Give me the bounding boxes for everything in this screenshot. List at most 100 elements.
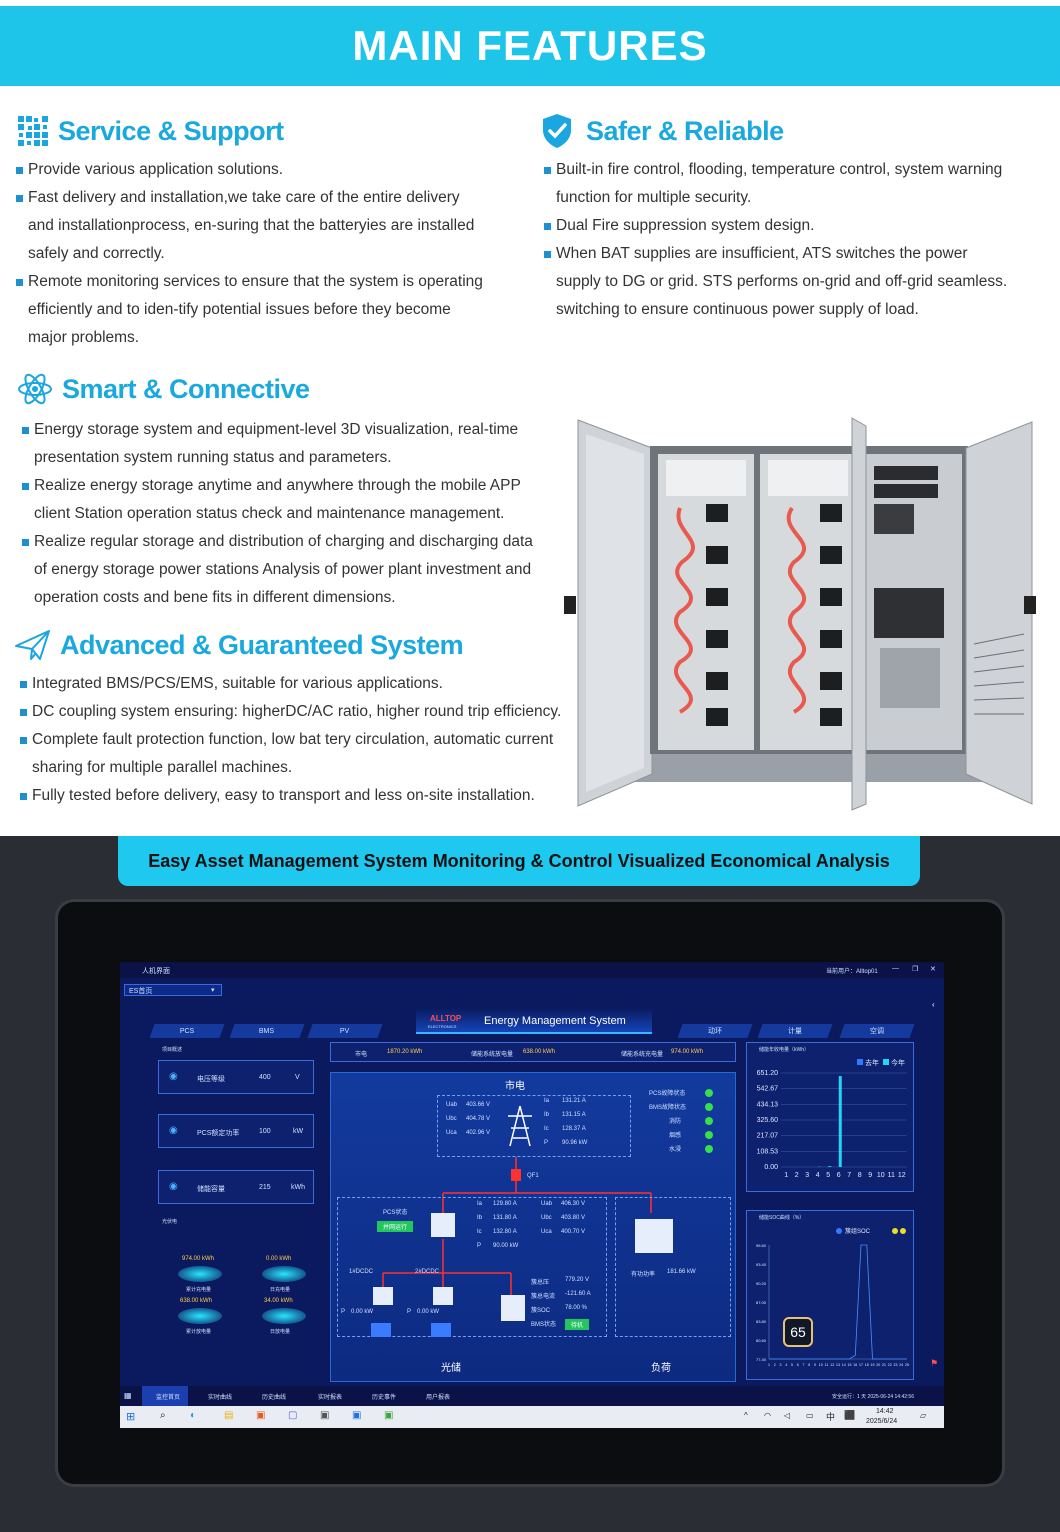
maximize-icon[interactable]: ❐: [912, 966, 919, 973]
tab-realtime-report[interactable]: 实时报表: [318, 1395, 343, 1401]
x-tick-label: 22: [888, 1363, 892, 1367]
x-tick-label: 6: [797, 1363, 799, 1367]
list-item: Fast delivery and installation,we take c…: [16, 184, 516, 268]
status-list: PCS故障状态 BMS故障状态 消防 烟感 水浸: [649, 1091, 687, 1153]
x-tick-label: 2: [795, 1172, 799, 1179]
tab-aircon[interactable]: 空调: [839, 1024, 915, 1038]
solar-panel-icon: [431, 1323, 451, 1337]
tab-home[interactable]: 监控首页: [142, 1386, 188, 1406]
safer-reliable-list: Built-in fire control, flooding, tempera…: [544, 156, 1044, 324]
y-tick-label: 90.20: [756, 1281, 767, 1286]
app-icon[interactable]: ▣: [320, 1410, 330, 1421]
wifi-icon[interactable]: ◠: [764, 1411, 771, 1420]
app-icon[interactable]: ▣: [352, 1410, 362, 1421]
x-tick-label: 20: [876, 1363, 880, 1367]
dcdc-icon: [373, 1287, 393, 1305]
list-item: Built-in fire control, flooding, tempera…: [544, 156, 1044, 212]
safer-reliable-heading: Safer & Reliable: [540, 112, 784, 150]
close-icon[interactable]: ✕: [930, 966, 936, 973]
tab-bms[interactable]: BMS: [229, 1024, 305, 1038]
x-tick-label: 1: [784, 1172, 788, 1179]
brand-logo: ALLTOP: [430, 1014, 462, 1023]
y-tick-label: 93.40: [756, 1262, 767, 1267]
tab-history-events[interactable]: 历史事件: [372, 1395, 397, 1401]
grid-menu-icon[interactable]: ▦: [124, 1391, 132, 1400]
advanced-guaranteed-title: Advanced & Guaranteed System: [60, 629, 464, 660]
monitoring-banner-text: Easy Asset Management System Monitoring …: [148, 850, 890, 871]
battery-rack-icon: [501, 1295, 525, 1321]
minimize-icon[interactable]: —: [892, 965, 899, 972]
tab-user-report[interactable]: 用户报表: [426, 1395, 451, 1401]
clock-date: 2025/6/24: [866, 1418, 898, 1425]
load-label: 负荷: [651, 1363, 671, 1374]
service-support-list: Provide various application solutions. F…: [16, 156, 516, 352]
control-column: [862, 454, 962, 750]
ime-indicator[interactable]: 中: [826, 1412, 836, 1422]
app-icon[interactable]: ▣: [384, 1410, 394, 1421]
window-title: 人机界面: [142, 968, 170, 975]
collapse-icon[interactable]: ‹: [932, 1000, 935, 1009]
x-tick-label: 11: [888, 1172, 895, 1179]
smart-connective-list: Energy storage system and equipment-leve…: [22, 416, 562, 612]
y-tick-label: 80.60: [756, 1338, 767, 1343]
safer-reliable-title: Safer & Reliable: [586, 115, 784, 146]
browser-icon[interactable]: ◐: [190, 1410, 197, 1421]
smart-connective-title: Smart & Connective: [62, 373, 310, 404]
speaker-icon[interactable]: ◁: [784, 1411, 791, 1420]
notification-icon[interactable]: ▱: [920, 1411, 927, 1420]
folder-icon[interactable]: ▤: [224, 1410, 234, 1421]
current-user: 当前用户：Alltop01: [826, 969, 878, 975]
chat-icon[interactable]: ▢: [288, 1410, 298, 1421]
stat-label: 累计充电量: [186, 1287, 212, 1293]
main-features-header: MAIN FEATURES: [0, 6, 1060, 86]
status-leds: [705, 1089, 713, 1153]
pad-icon: [262, 1266, 306, 1282]
page-dropdown[interactable]: ES首页 ▾: [124, 984, 222, 996]
atom-icon: [18, 373, 52, 405]
tab-history-curve[interactable]: 历史曲线: [262, 1395, 287, 1401]
bar: [838, 1076, 842, 1167]
pcs-inverter-icon: [431, 1213, 455, 1237]
x-tick-label: 3: [805, 1172, 809, 1179]
list-item: Realize energy storage anytime and anywh…: [22, 472, 562, 528]
keyboard-icon[interactable]: ▭: [806, 1411, 814, 1420]
dcdc-icon: [433, 1287, 453, 1305]
tab-env[interactable]: 动环: [677, 1024, 753, 1038]
tab-metering[interactable]: 计量: [757, 1024, 833, 1038]
x-tick-label: 12: [830, 1363, 834, 1367]
y-tick-label: 77.40: [756, 1357, 767, 1362]
ems-title: Energy Management System: [484, 1015, 626, 1027]
kpi-capacity: ◉ 储能容量 215 kWh: [158, 1170, 314, 1204]
score-badge: 65: [783, 1317, 813, 1347]
stat-label: 累计放电量: [186, 1329, 212, 1335]
bar-chart: 651.20542.67434.13325.60217.07108.530.00…: [757, 1058, 907, 1179]
y-tick-label: 217.07: [757, 1133, 779, 1140]
x-tick-label: 14: [842, 1363, 846, 1367]
legend-swatch: [883, 1059, 889, 1065]
tab-realtime-curve[interactable]: 实时曲线: [208, 1395, 233, 1401]
tab-pv[interactable]: PV: [307, 1024, 383, 1038]
y-tick-label: 83.80: [756, 1319, 767, 1324]
legend-dot: [892, 1228, 898, 1234]
list-item: Complete fault protection function, low …: [20, 726, 565, 782]
y-tick-label: 0.00: [764, 1164, 778, 1171]
search-icon[interactable]: ⌕: [160, 1410, 166, 1421]
tab-pcs[interactable]: PCS: [149, 1024, 225, 1038]
windows-start-icon[interactable]: ⊞: [126, 1411, 136, 1423]
tray-chevron-icon[interactable]: ^: [744, 1411, 748, 1420]
paper-plane-icon: [15, 630, 50, 660]
app-icon[interactable]: ▣: [256, 1410, 266, 1421]
stat-value: 0.00 kWh: [266, 1256, 292, 1262]
x-tick-label: 7: [803, 1363, 805, 1367]
legend-dot: [900, 1228, 906, 1234]
alarm-icon[interactable]: ⚑: [930, 1358, 939, 1368]
pv-section-label: 光伏电: [162, 1219, 178, 1225]
service-support-heading: Service & Support: [16, 114, 284, 148]
breaker-label: QF1: [527, 1173, 539, 1179]
kpi-voltage: ◉ 电压等级 400 V: [158, 1060, 314, 1094]
app-tray-icon[interactable]: ⬛: [844, 1410, 856, 1420]
list-item: Remote monitoring services to ensure tha…: [16, 268, 516, 352]
